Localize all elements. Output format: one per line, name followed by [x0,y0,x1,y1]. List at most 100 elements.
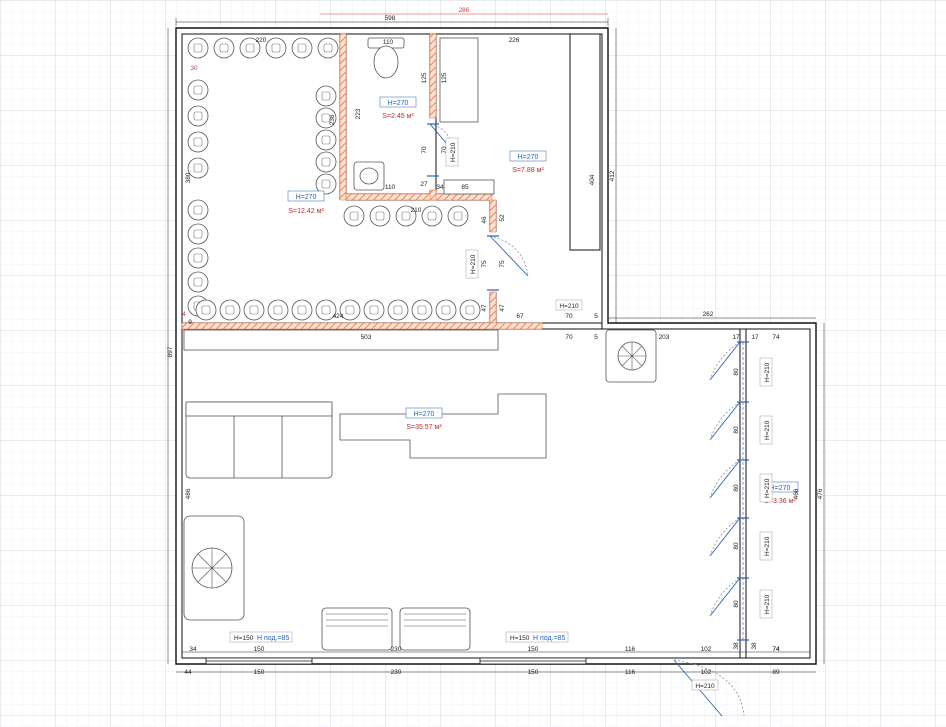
svg-text:203: 203 [659,334,670,341]
room-tag-left: H=270 S=12.42 м² [287,190,324,215]
barrel-chair-seat [193,85,203,95]
barrel-chair [243,299,265,321]
new-partitions [181,33,543,330]
room-tags: H=270 S=12.42 м² H=270 S=2.45 м² H=270 S… [287,96,799,505]
barrel-chair-seat [249,305,259,315]
svg-text:S=12.42 м²: S=12.42 м² [288,208,324,215]
barrel-chair-seat [193,43,203,53]
svg-text:150: 150 [254,646,265,653]
barrel-chair [239,37,261,59]
svg-text:125: 125 [441,72,448,83]
svg-text:47: 47 [499,304,506,312]
svg-text:75: 75 [481,260,488,268]
barrel-chair-seat [271,43,281,53]
barrel-chair [315,107,337,129]
svg-text:110: 110 [383,39,394,46]
barrel-chair [339,299,361,321]
svg-text:210: 210 [411,207,422,214]
svg-text:46: 46 [481,216,488,224]
svg-text:80: 80 [733,542,740,550]
barrel-chair-seat [321,113,331,123]
barrel-chair [315,129,337,151]
barrel-chair-seat [193,229,203,239]
svg-text:897: 897 [167,346,174,357]
svg-text:27: 27 [420,181,428,188]
svg-text:466: 466 [793,488,800,499]
barrel-chair-seat [465,305,475,315]
barrel-chair-seat [369,305,379,315]
barrel-chair [395,205,417,227]
svg-text:H=210: H=210 [764,594,771,614]
svg-text:38: 38 [751,642,758,650]
svg-text:503: 503 [361,334,372,341]
barrel-chair [265,37,287,59]
barrel-chair [187,199,209,221]
svg-text:S=35.57 м²: S=35.57 м² [406,424,442,431]
room-tag-main: H=270 S=35.57 м² [405,407,442,431]
barrel-chair-seat [321,91,331,101]
svg-text:H=210: H=210 [764,362,771,382]
svg-text:H=270: H=270 [414,411,435,418]
barrel-chair [411,299,433,321]
barrel-chair [187,79,209,101]
svg-text:80: 80 [733,368,740,376]
svg-text:223: 223 [355,108,362,119]
svg-text:H=210: H=210 [470,254,477,274]
windows [205,657,587,665]
svg-text:17: 17 [751,334,759,341]
barrel-chair [219,299,241,321]
barrel-chair [387,299,409,321]
svg-text:H под.=85: H под.=85 [533,635,566,642]
svg-text:70: 70 [565,313,573,320]
svg-text:80: 80 [733,484,740,492]
barrel-chair-seat [193,277,203,287]
barrel-chair-seat [323,43,333,53]
svg-text:H=210: H=210 [450,142,457,162]
svg-text:S=3.36 м²: S=3.36 м² [764,498,796,505]
door-jambs [427,123,749,641]
svg-text:H под.=85: H под.=85 [257,635,290,642]
dims-top: 598 286 220 110 226 262 [256,7,714,318]
svg-text:236: 236 [329,114,336,125]
barrel-chair [421,205,443,227]
barrel-chair-seat [297,43,307,53]
svg-text:70: 70 [421,146,428,154]
dims-bottom-outer: 44 150 230 150 116 102 89 [184,669,780,676]
barrel-chair-seat [393,305,403,315]
barrel-chair [213,37,235,59]
svg-text:85: 85 [461,184,469,191]
svg-text:H=210: H=210 [764,478,771,498]
barrel-chair-seat [273,305,283,315]
barrel-chair-seat [193,253,203,263]
barrel-chair-seat [219,43,229,53]
svg-text:75: 75 [499,260,506,268]
svg-text:17: 17 [732,334,740,341]
svg-text:230: 230 [391,669,402,676]
svg-text:67: 67 [516,313,524,320]
barrel-chair [315,85,337,107]
dims-mid: 503 203 67 70 70 5 5 17 17 74 74 424 210… [182,65,780,653]
svg-text:H=270: H=270 [770,485,791,492]
svg-text:H=150: H=150 [510,635,530,642]
svg-text:H=270: H=270 [388,100,409,107]
barrel-chair [447,205,469,227]
window-labels: H=150 H под.=85 H=150 H под.=85 [229,631,569,643]
svg-text:5: 5 [594,313,598,320]
svg-text:404: 404 [589,174,596,185]
barrel-chair-seat [245,43,255,53]
barrel-chair-seat [401,211,411,221]
svg-text:116: 116 [625,646,636,653]
room-tag-bathroom: H=270 S=2.45 м² [379,96,417,120]
svg-text:H=270: H=270 [296,194,317,201]
barrel-chair-seat [349,211,359,221]
barrel-chair-seat [193,137,203,147]
svg-text:44: 44 [184,669,192,676]
svg-text:125: 125 [421,72,428,83]
dims-vertical: 897 380 486 476 466 404 412 223 236 125 … [167,72,824,649]
barrel-chair [187,247,209,269]
barrel-chair [317,37,339,59]
svg-text:74: 74 [772,334,780,341]
barrel-chair-seat [193,205,203,215]
dims-bottom-inner: 34 150 230 150 116 102 74 [189,646,780,653]
